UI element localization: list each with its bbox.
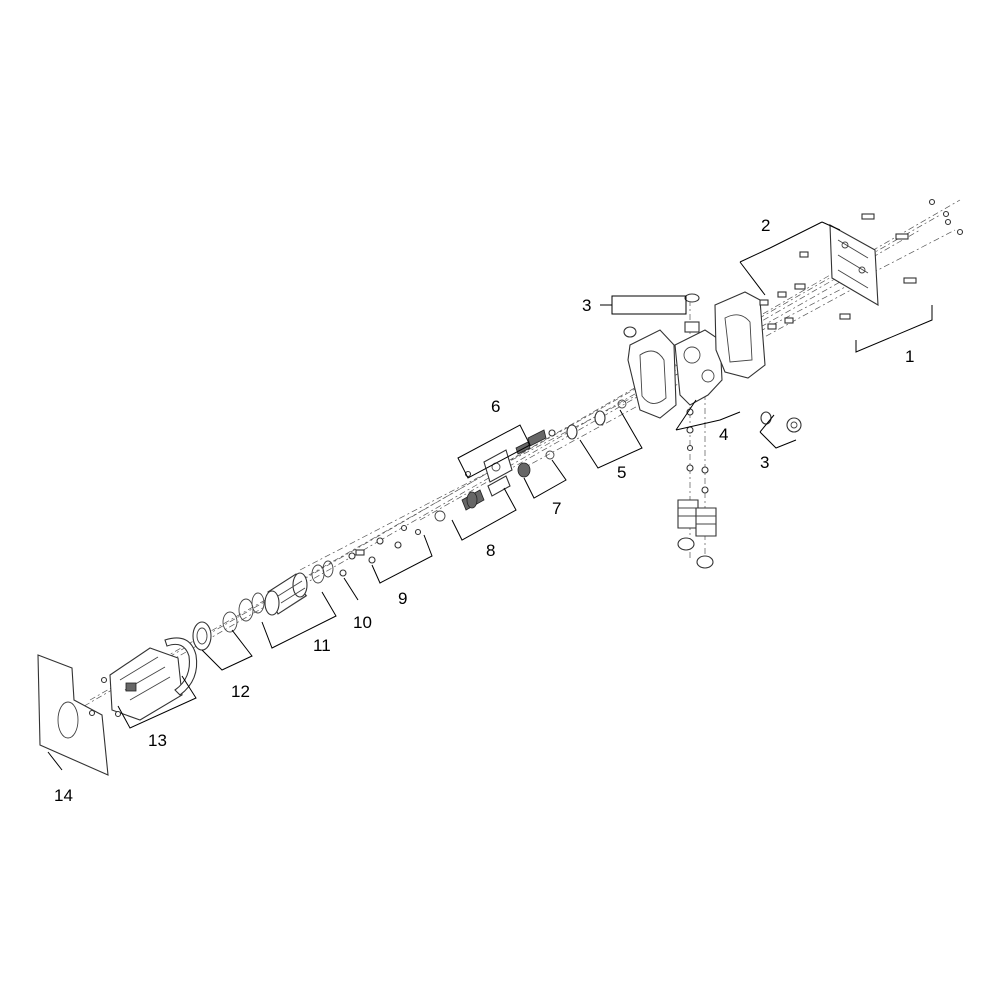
callout-8: 8 (486, 541, 495, 560)
callout-2: 2 (761, 216, 770, 235)
part-4-valve-body (623, 291, 766, 494)
callout-9: 9 (398, 589, 407, 608)
leader-lines (47, 221, 933, 771)
callout-3-top: 3 (582, 296, 591, 315)
part-3-caps (760, 411, 802, 433)
part-10-9-stems (339, 524, 422, 577)
callout-1: 1 (905, 347, 914, 366)
part-14-wall-sheet (37, 654, 109, 776)
part-12-nut (192, 611, 238, 651)
part-5-fittings (566, 399, 627, 440)
part-11-cartridge (238, 560, 334, 622)
part-13-trim-cover (88, 637, 198, 721)
callout-5: 5 (617, 463, 626, 482)
callout-labels: 1 2 3 3 4 5 6 7 8 9 10 11 12 13 14 (54, 216, 914, 805)
callout-7: 7 (552, 499, 561, 518)
part-2-screws (759, 251, 809, 330)
callout-6: 6 (491, 397, 500, 416)
callout-13: 13 (148, 731, 167, 750)
inlet-fittings (677, 499, 717, 569)
callout-11: 11 (313, 636, 331, 655)
part-7-seat (517, 450, 555, 478)
callout-14: 14 (54, 786, 73, 805)
callout-3-right: 3 (760, 453, 769, 472)
part-1-mounting-plate (829, 198, 964, 320)
part-8-stems (434, 475, 511, 522)
callout-12: 12 (231, 682, 250, 701)
callout-4: 4 (719, 425, 728, 444)
callout-10: 10 (353, 613, 372, 632)
